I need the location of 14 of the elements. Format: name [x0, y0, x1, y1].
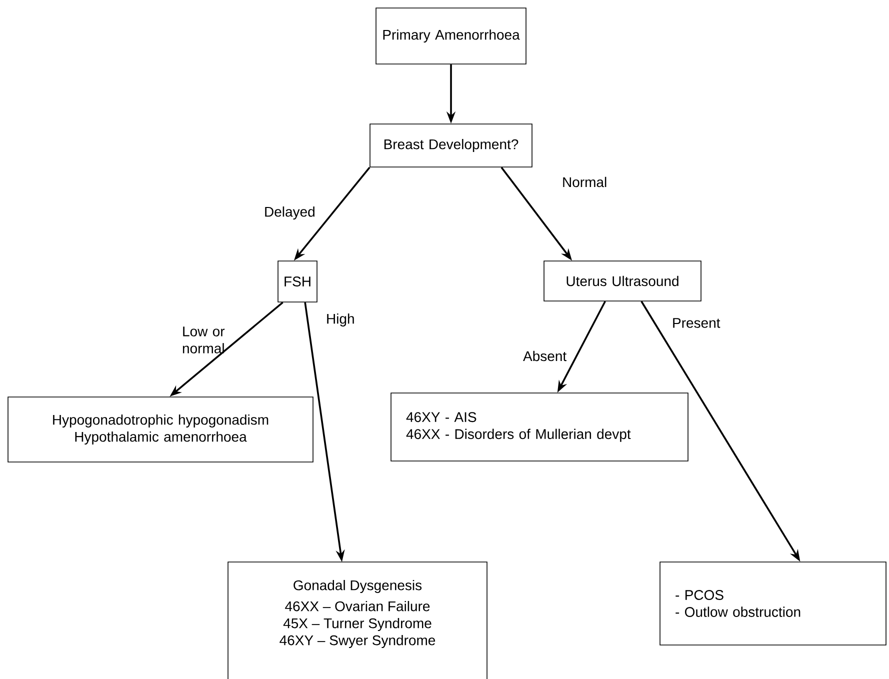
- process-box: 46XY - AIS 46XX - Disorders of Mullerian devpt: [390, 392, 688, 462]
- process-box: Primary Amenorrhoea: [376, 8, 526, 64]
- edge-label: Normal: [563, 176, 606, 188]
- process-box: - PCOS - Outlow obstruction: [660, 562, 886, 646]
- edge-label: Present: [673, 318, 720, 328]
- process-box: Hypogonadotrophic hypogonadism Hypothalamic amenorrhoea: [8, 396, 314, 462]
- process-box: Uterus Ultrasound: [544, 260, 702, 302]
- process-box: FSH: [278, 260, 318, 302]
- edge-label: Absent: [523, 350, 566, 362]
- edge-label: High: [327, 313, 354, 327]
- process-box: Breast Development?: [370, 124, 532, 168]
- edge-label: Delayed: [265, 206, 314, 220]
- edge-label: Low or normal: [182, 326, 225, 354]
- result-box: Gonadal Dysgenesis 46XX – Ovarian Failure 45X – Turner Syndrome 46XY – Swyer Syndrome: [228, 562, 488, 679]
